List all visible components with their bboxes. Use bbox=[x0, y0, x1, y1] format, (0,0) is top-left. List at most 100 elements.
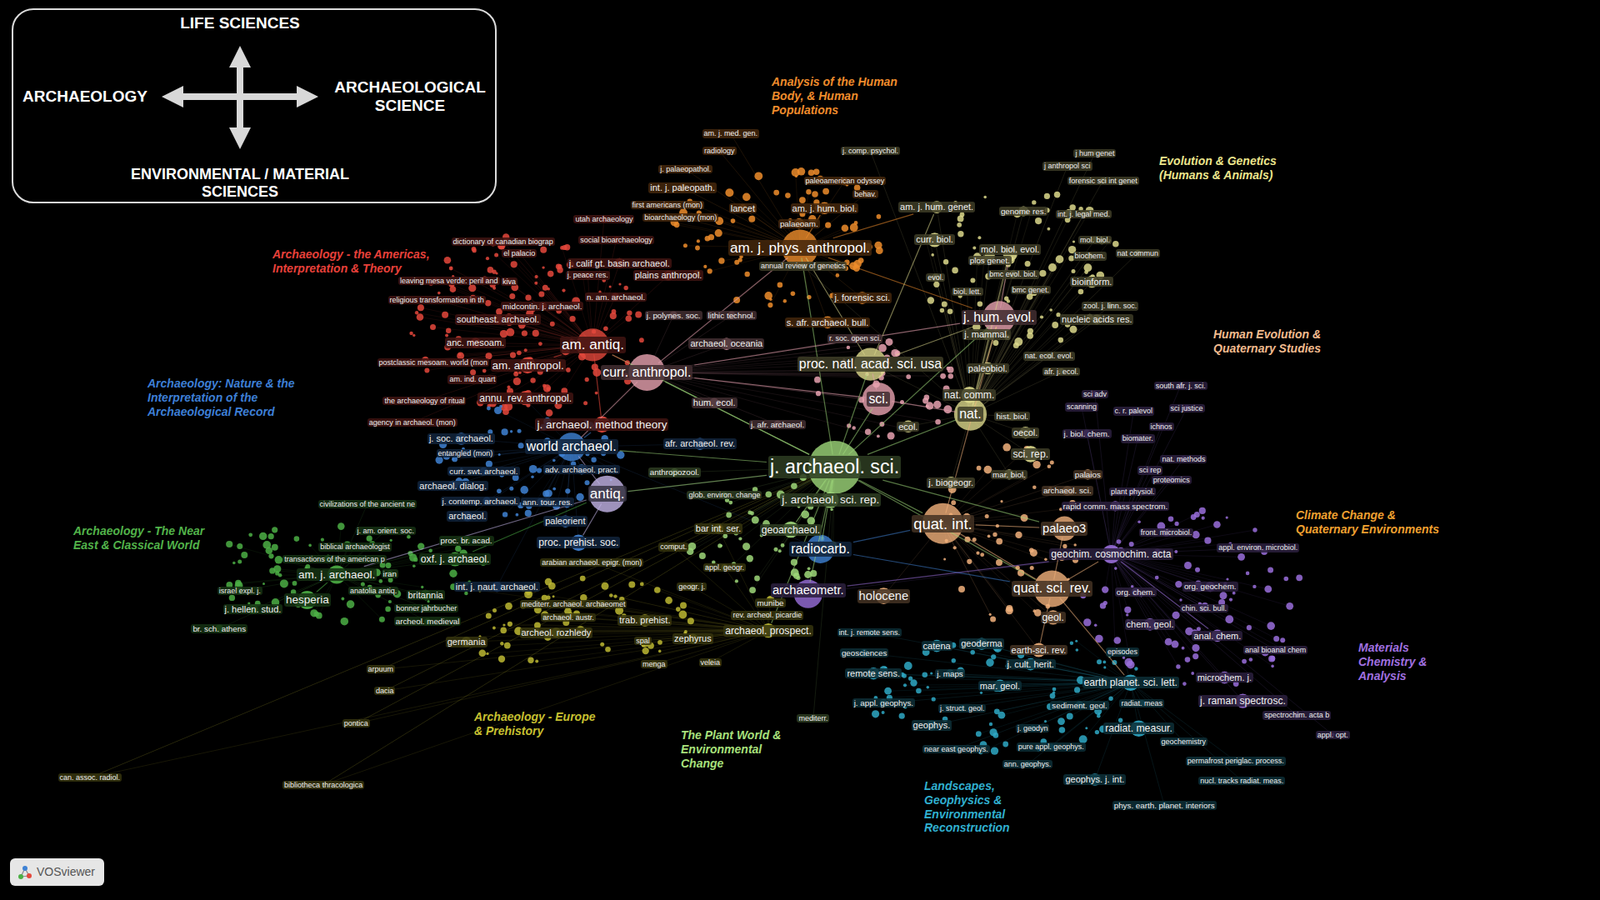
minor-journal-dot bbox=[1124, 606, 1131, 614]
minor-journal-dot bbox=[933, 281, 940, 288]
minor-journal-dot bbox=[975, 551, 980, 555]
minor-journal-dot bbox=[575, 493, 584, 501]
minor-journal-dot bbox=[229, 595, 235, 601]
journal-label: j. calif gt. basin archaeol. bbox=[569, 258, 670, 269]
minor-journal-dot bbox=[603, 326, 609, 332]
minor-journal-dot bbox=[379, 616, 385, 623]
journal-node: civilizations of the ancient ne bbox=[318, 500, 418, 509]
minor-journal-dot bbox=[814, 376, 821, 384]
minor-journal-dot bbox=[764, 291, 773, 300]
minor-journal-dot bbox=[1078, 289, 1085, 295]
minor-journal-dot bbox=[1025, 260, 1031, 267]
minor-journal-dot bbox=[513, 377, 521, 385]
minor-journal-dot bbox=[1185, 656, 1191, 663]
journal-label: j. biogeogr. bbox=[928, 477, 974, 488]
minor-journal-dot bbox=[924, 395, 930, 401]
journal-node: j. geodyn bbox=[1015, 724, 1050, 733]
axis-label: ARCHAEOLOGICAL SCIENCE bbox=[325, 78, 496, 115]
journal-label: rev. archeol. picardie bbox=[732, 610, 802, 620]
journal-label: can. assoc. radiol. bbox=[60, 773, 121, 782]
minor-journal-dot bbox=[412, 564, 416, 568]
minor-journal-dot bbox=[585, 480, 590, 485]
citation-link bbox=[316, 582, 328, 592]
minor-journal-dot bbox=[977, 235, 981, 240]
journal-label: archeol. rozhledy bbox=[521, 627, 592, 638]
citation-link bbox=[975, 525, 1040, 528]
journal-node: j. forensic sci. bbox=[832, 292, 892, 304]
journal-node: zephyrus bbox=[672, 633, 714, 645]
journal-label: evol. bbox=[927, 273, 944, 282]
minor-journal-dot bbox=[516, 350, 522, 356]
minor-journal-dot bbox=[1225, 577, 1229, 580]
minor-journal-dot bbox=[738, 536, 742, 540]
journal-label: nucl. tracks radiat. meas. bbox=[1200, 776, 1284, 785]
journal-label: phys. earth. planet. interiors bbox=[1114, 800, 1215, 810]
faint-link bbox=[646, 372, 910, 430]
journal-node: bmc evol. biol. bbox=[987, 270, 1040, 279]
minor-journal-dot bbox=[550, 321, 555, 327]
journal-node: geochemistry bbox=[1160, 737, 1209, 746]
minor-journal-dot bbox=[595, 391, 599, 395]
journal-label: j. peace res. bbox=[567, 270, 609, 280]
minor-journal-dot bbox=[683, 243, 688, 248]
minor-journal-dot bbox=[492, 608, 497, 613]
journal-node: biochem. bbox=[1073, 251, 1108, 260]
minor-journal-dot bbox=[390, 539, 393, 542]
minor-journal-dot bbox=[1125, 613, 1129, 616]
journal-node: mediterr. bbox=[796, 714, 830, 723]
minor-journal-dot bbox=[600, 642, 605, 647]
journal-label: anthropozool. bbox=[650, 467, 700, 477]
journal-label: j. soc. archaeol. bbox=[429, 433, 494, 444]
journal-node: oxf. j. archaeol. bbox=[419, 553, 492, 565]
minor-journal-dot bbox=[1129, 541, 1135, 547]
journal-node: j. archaeol. method theory bbox=[535, 418, 669, 432]
journal-label: south afr. j. sci. bbox=[1155, 381, 1206, 390]
minor-journal-dot bbox=[822, 188, 830, 195]
journal-node: paleoamerican odyssey bbox=[804, 176, 887, 185]
minor-journal-dot bbox=[915, 688, 922, 695]
minor-journal-dot bbox=[1220, 591, 1228, 600]
minor-journal-dot bbox=[547, 287, 550, 290]
minor-journal-dot bbox=[1168, 515, 1175, 522]
journal-label: sci. bbox=[868, 391, 889, 406]
minor-journal-dot bbox=[1075, 648, 1080, 652]
journal-node: near east geophys. bbox=[922, 745, 990, 754]
minor-journal-dot bbox=[730, 218, 736, 224]
minor-journal-dot bbox=[611, 309, 617, 315]
minor-journal-dot bbox=[785, 192, 791, 199]
journal-label: anal bioanal chem bbox=[1245, 645, 1306, 655]
journal-node: arabian archaeol. epigr. (mon) bbox=[540, 558, 644, 567]
minor-journal-dot bbox=[530, 377, 535, 383]
journal-node: dacia bbox=[374, 686, 396, 695]
minor-journal-dot bbox=[951, 658, 956, 663]
journal-label: int. j. remote sens. bbox=[839, 628, 901, 637]
journal-node: bar int. ser. bbox=[694, 523, 743, 535]
journal-label: el palacio bbox=[503, 249, 535, 258]
journal-label: paleobiol. bbox=[968, 363, 1008, 374]
minor-journal-dot bbox=[1155, 575, 1160, 580]
journal-node: archaeol. sci. bbox=[1041, 485, 1094, 495]
journal-node: nat. methods bbox=[1160, 455, 1207, 464]
journal-node: nat commun bbox=[1115, 249, 1161, 258]
minor-journal-dot bbox=[1268, 655, 1275, 663]
minor-journal-dot bbox=[510, 260, 518, 268]
journal-circle bbox=[862, 382, 895, 415]
journal-node: j. peace res. bbox=[565, 270, 610, 280]
citation-link bbox=[584, 432, 591, 438]
journal-node: scanning bbox=[1065, 402, 1099, 411]
minor-journal-dot bbox=[1175, 521, 1180, 526]
journal-node: catena bbox=[921, 640, 953, 652]
faint-link bbox=[970, 240, 1095, 415]
minor-journal-dot bbox=[846, 345, 850, 350]
minor-journal-dot bbox=[1055, 255, 1065, 264]
minor-journal-dot bbox=[1050, 460, 1055, 465]
minor-journal-dot bbox=[754, 171, 763, 180]
minor-journal-dot bbox=[970, 650, 975, 655]
minor-journal-dot bbox=[546, 386, 551, 391]
minor-journal-dot bbox=[527, 657, 534, 664]
minor-journal-dot bbox=[881, 710, 885, 715]
journal-label: j. palaeopathol. bbox=[660, 165, 711, 174]
faint-link bbox=[355, 630, 769, 725]
journal-node: archaeol. dialog. bbox=[417, 480, 489, 492]
minor-journal-dot bbox=[524, 348, 528, 352]
